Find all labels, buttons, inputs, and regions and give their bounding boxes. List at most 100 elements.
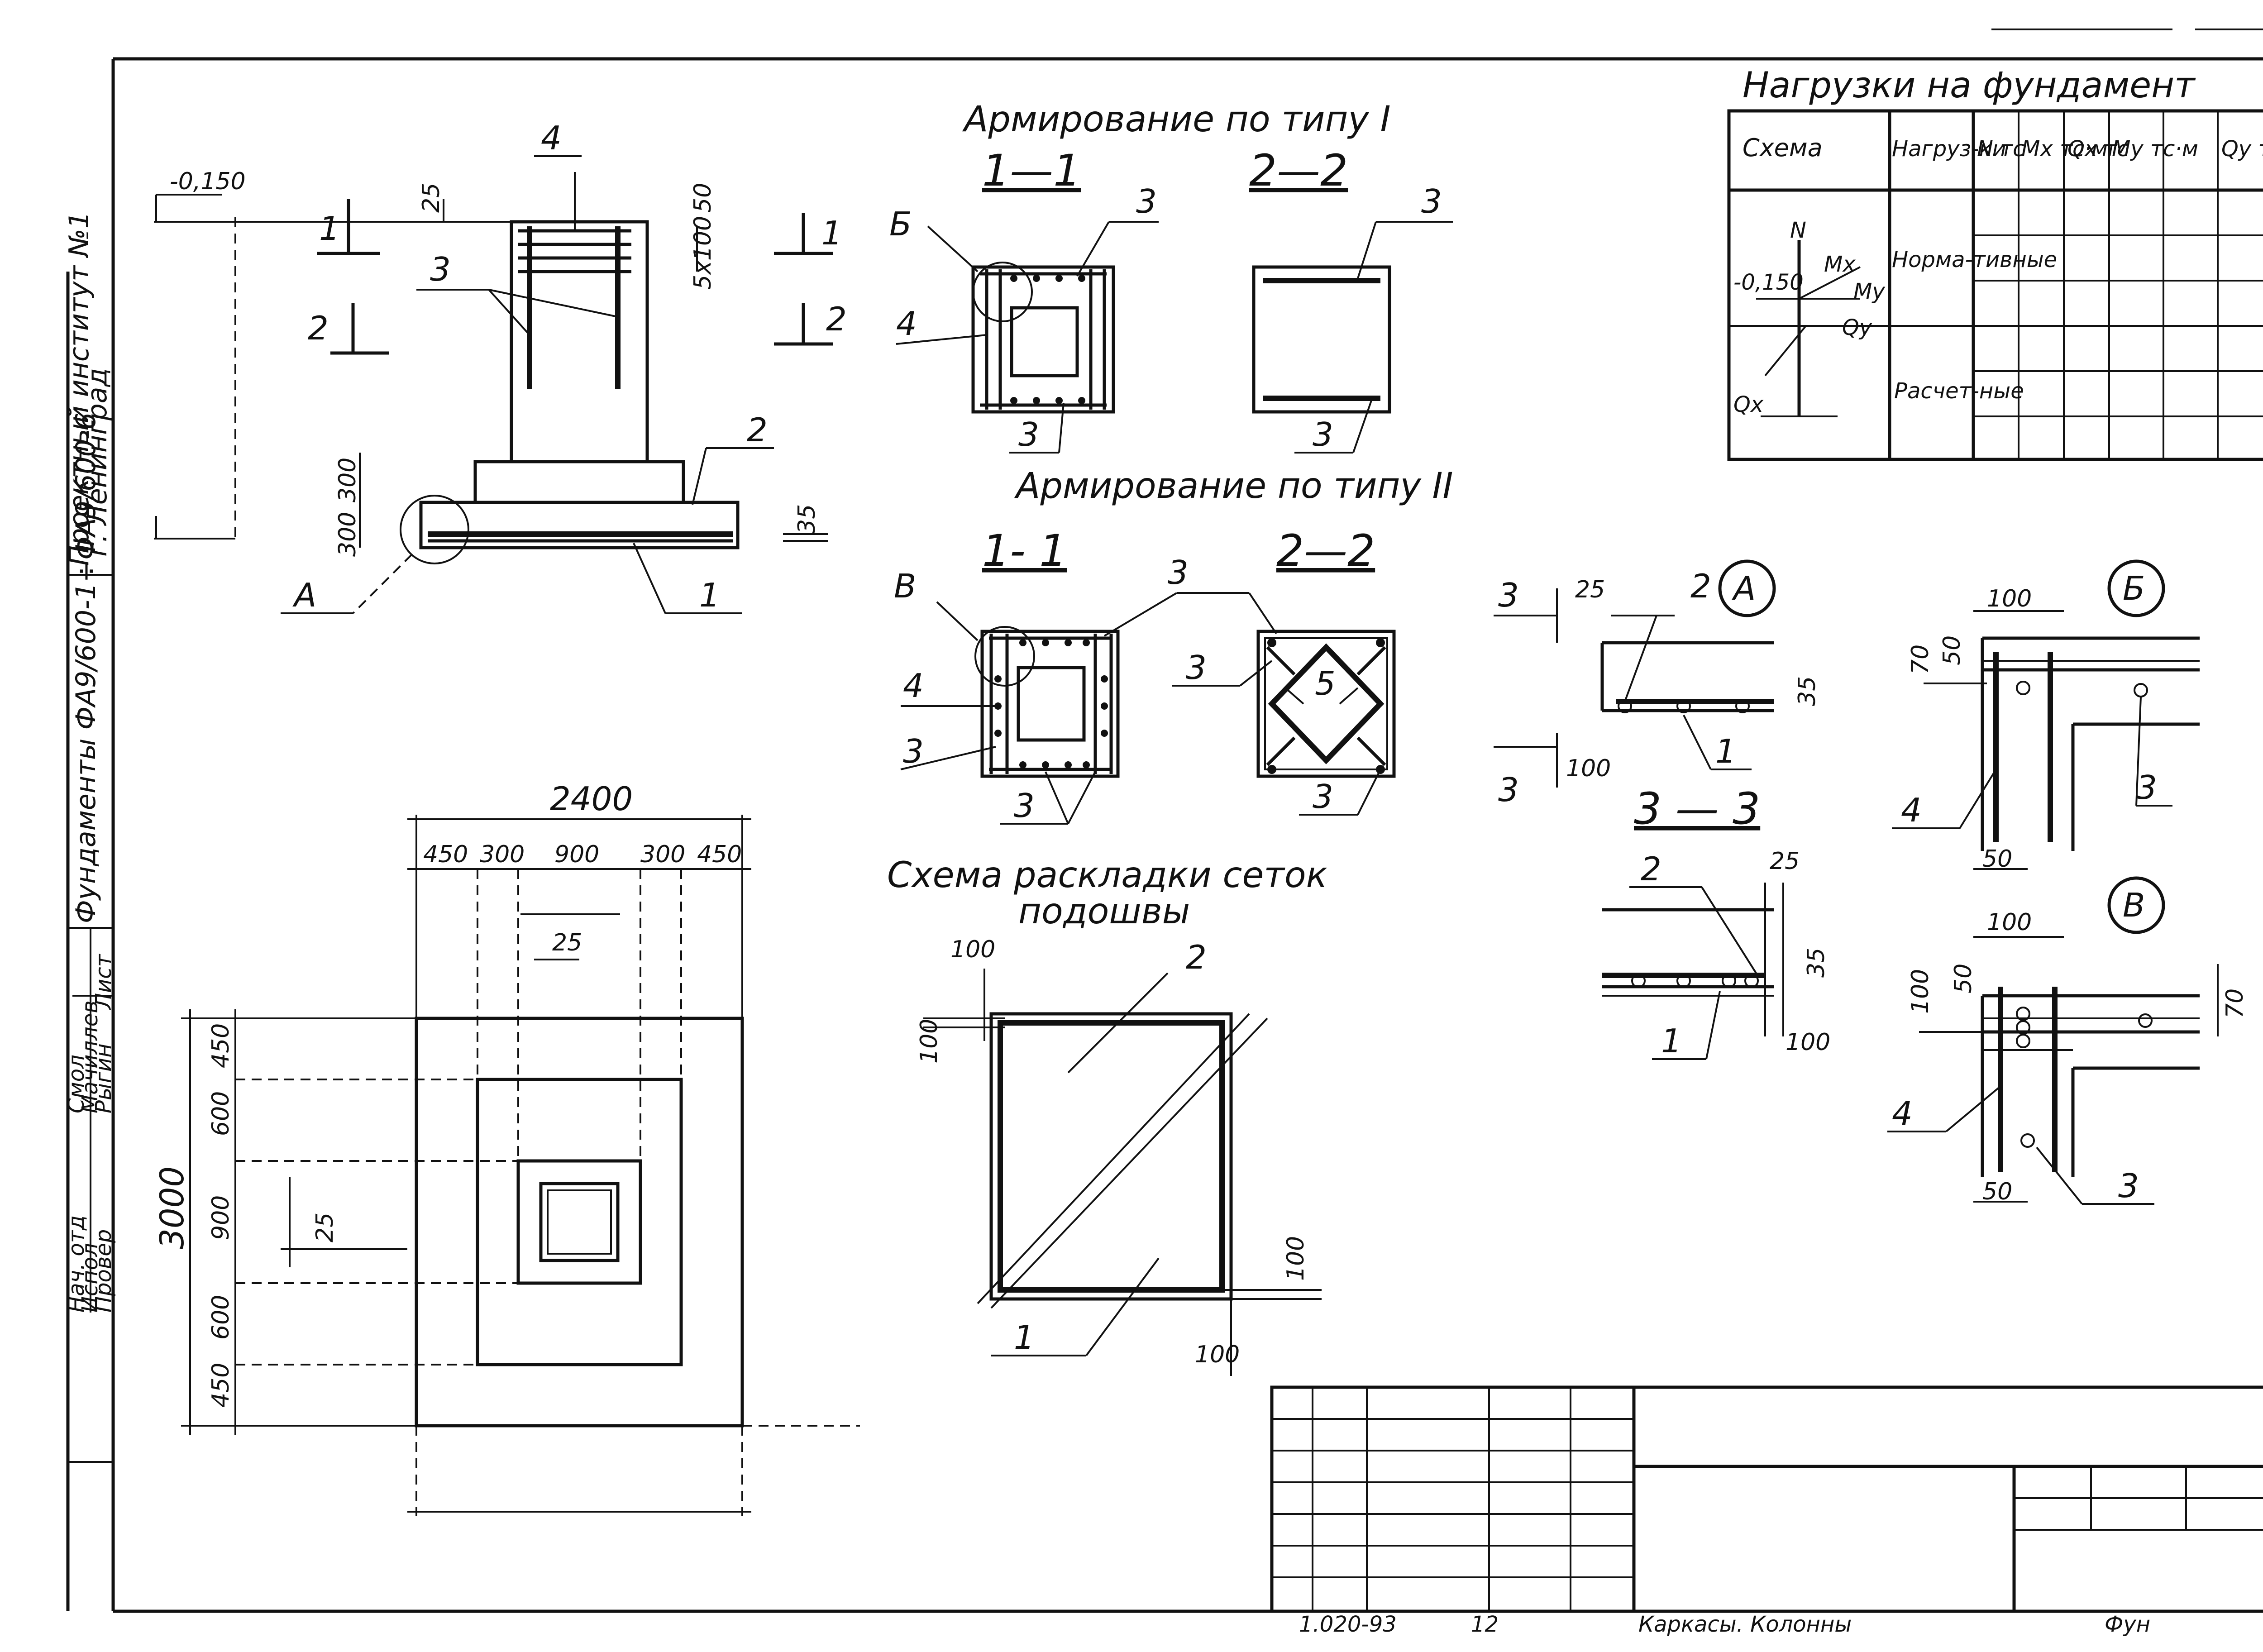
elev-node-a: А [292,576,316,614]
node-a-cut-top: 3 [1498,576,1519,614]
elev-dim-25: 25 [418,183,445,213]
elev-cut-1-right: 1 [821,214,842,252]
loads-header-loads: Нагруз-ки [1892,136,2006,162]
scheme-mx: Mx [1824,252,1856,277]
type1-section-11: 1—1 [982,145,1081,196]
stamp-sheet: Лист [91,953,116,1010]
footer-series: 1.020-93 [1299,1612,1397,1637]
type1-section-22: 2—2 [1249,145,1348,196]
reinforcement-type-1: Армирование по типу I 1—1 2—2 Б 3 4 3 3 [889,99,1453,454]
footer-format: Фун [2105,1612,2150,1637]
type1-label-3-top: 3 [1136,182,1157,220]
type1-label-3-s22-bottom: 3 [1313,415,1333,454]
elev-dim-5x100: 5x100 [689,216,716,290]
node-a-label: А [1732,569,1756,607]
elev-dim-300b: 300 [334,512,361,557]
scheme-my: My [1853,279,1885,304]
stamp-name-1: Смол [64,1055,89,1113]
footer-sheet: 12 [1471,1612,1499,1637]
loads-header-mx: Mx тс·м [2021,136,2108,162]
node-b-label: Б [2123,569,2145,607]
plan-gap-dim-left: 25 [311,1213,339,1242]
type2-title: Армирование по типу II [1014,466,1453,506]
plan-h-dim-5: 450 [207,1363,234,1408]
elev-label-4: 4 [541,119,562,157]
title-block: 1.020-93 12 Каркасы. Колонны Фун [1270,1385,2263,1637]
plan-h-dim-2: 600 [207,1091,234,1136]
node-v-dim-70: 70 [2221,988,2249,1018]
section-33-dim-35: 35 [1803,948,1830,978]
type2-label-5: 5 [1315,664,1336,702]
loads-header-n: N тс [1977,136,2025,162]
stamp-role-3: Провер [91,1229,116,1313]
loads-header-qx: Qx тс [2067,136,2129,162]
node-a-dim-35: 35 [1794,676,1821,706]
stamp-city: г. Ленинград [81,368,113,557]
mesh-label-2: 2 [1186,938,1207,976]
type2-label-3-top: 3 [1168,554,1189,592]
mesh-dim-right: 100 [1282,1236,1309,1281]
stamp-institute: Проектный институт №1 [63,211,95,566]
plan-w-dim-3: 900 [554,841,599,868]
node-a: А 3 3 25 35 100 2 1 3 — 3 2 1 25 35 [1494,559,1830,1060]
node-a-dim-100: 100 [1566,755,1611,782]
loads-table: Нагрузки на фундамент Схема Нагруз-ки N … [1727,65,2263,461]
node-b-label-4: 4 [1901,791,1922,829]
type2-node-v: В [894,567,916,605]
mesh-dim-left: 100 [916,1019,943,1064]
scheme-qy: Qy [1842,315,1872,340]
loads-title: Нагрузки на фундамент [1743,65,2196,106]
mesh-dim-top: 100 [950,936,995,963]
type1-label-4: 4 [896,305,917,343]
footer-title: Каркасы. Колонны [1638,1612,1852,1637]
type1-label-3-bottom: 3 [1018,415,1039,454]
elev-label-3: 3 [430,250,451,288]
node-a-dim-25: 25 [1575,576,1605,603]
node-v-dim-100-left: 100 [1907,969,1934,1014]
type2-label-3-bottom: 3 [1014,787,1035,825]
section-33-dim-100: 100 [1786,1029,1830,1056]
mesh-label-1: 1 [1014,1318,1035,1356]
scheme-level: -0,150 [1733,270,1804,295]
node-b-dim-70: 70 [1907,645,1934,674]
elev-label-2: 2 [747,411,768,449]
elev-label-1: 1 [699,576,720,614]
node-b: Б 3 4 100 70 50 50 [1892,559,2200,873]
type1-title: Армирование по типу I [962,99,1390,140]
stamp-name-3: Рыгин [91,1043,116,1113]
type2-section-22: 2—2 [1276,525,1375,576]
type2-label-4: 4 [903,667,924,705]
type2-label-3-left: 3 [903,732,924,770]
stamp-name-2: Мачиллев [77,1000,103,1113]
plan-w-dim-1: 450 [423,841,468,868]
node-v-dim-50: 50 [1950,964,1977,993]
plan-w-dim-2: 300 [480,841,525,868]
loads-row-normative: Норма-тивные [1892,247,2057,272]
node-v: В 3 4 100 50 100 70 50 [1887,876,2249,1205]
node-a-label-1: 1 [1715,732,1736,770]
node-a-label-2: 2 [1690,567,1711,605]
plan-w-dim-4: 300 [640,841,685,868]
elevation-view: -0,150 4 3 2 1 [154,119,847,614]
elev-dim-35: 35 [793,504,821,534]
plan-overall-width: 2400 [550,780,633,818]
elev-cut-2-left: 2 [308,309,329,347]
section-33-label-1: 1 [1661,1022,1682,1060]
section-33-dim-25: 25 [1770,848,1800,875]
stamp-role-1: Нач. отд [64,1215,89,1313]
stamp-role-2: Испол [77,1243,103,1313]
node-b-dim-100: 100 [1987,585,2032,612]
loads-header-qy: Qy тс [2221,136,2263,162]
plan-w-dim-5: 450 [697,841,742,868]
loads-header-my: My тс·м [2112,136,2198,162]
plan-overall-height: 3000 [153,1166,191,1249]
type2-label-3-s22-bottom: 3 [1313,778,1333,816]
loads-header-scheme: Схема [1743,134,1823,162]
type2-label-3-s22-left: 3 [1186,649,1207,687]
section-33-label-2: 2 [1641,850,1661,888]
node-b-dim-50-top: 50 [1938,635,1966,665]
level-mark: -0,150 [170,168,246,195]
plan-h-dim-4: 600 [207,1295,234,1340]
reinforcement-type-2: Армирование по типу II 1- 1 2—2 В 4 3 3 … [894,466,1453,825]
